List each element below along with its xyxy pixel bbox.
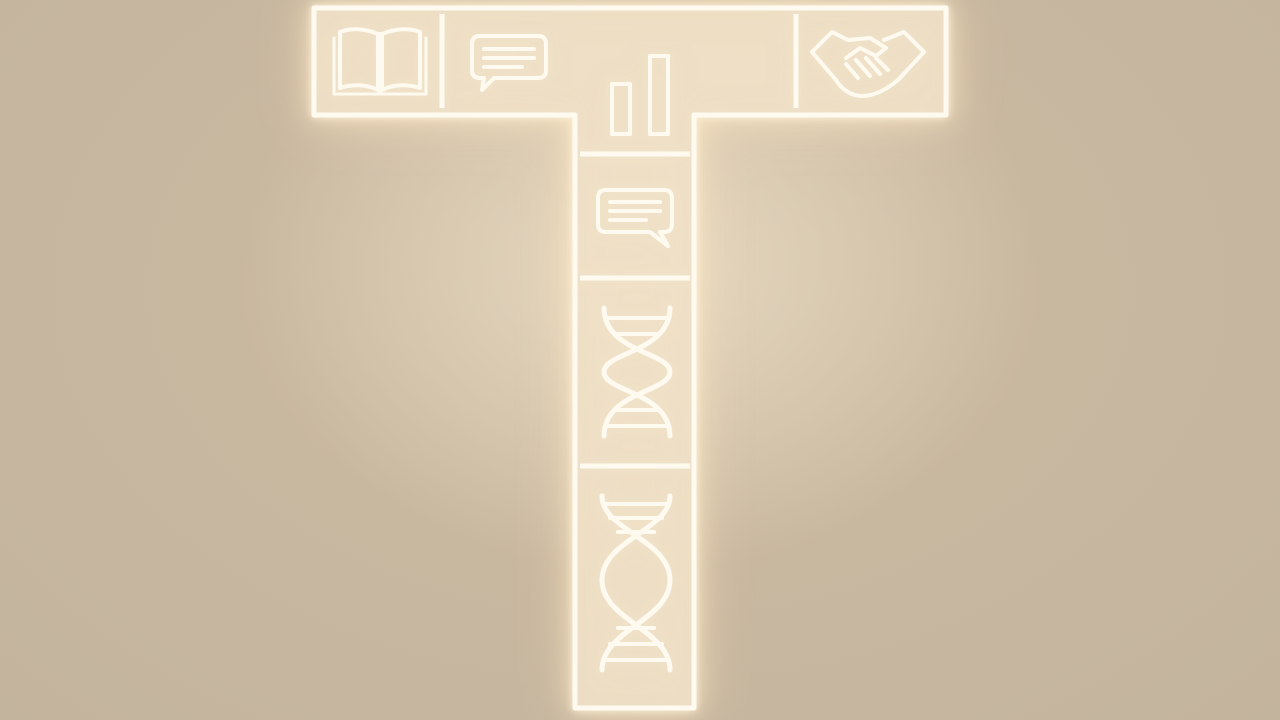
book-icon: [332, 27, 428, 96]
dna-helix-icon: [599, 493, 673, 673]
chat-bubble-icon: [596, 188, 674, 248]
dna-helix-icon: [601, 305, 673, 439]
bar-chart-icon: [610, 54, 670, 136]
t-frame: [311, 5, 949, 711]
t-outline: [311, 5, 949, 711]
handshake-icon: [810, 30, 926, 98]
t-panel-fill: [314, 8, 946, 708]
chat-bubble-icon: [470, 34, 548, 92]
